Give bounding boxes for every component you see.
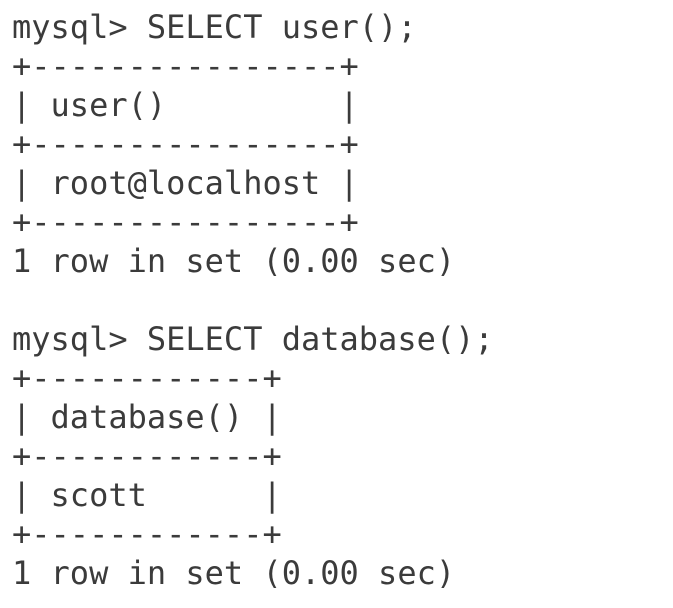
table-border-top: +------------+ <box>12 359 282 397</box>
query-result-block-user: mysql> SELECT user(); +----------------+… <box>12 8 673 281</box>
table-data-row: | root@localhost | <box>12 164 359 202</box>
table-data-row: | scott | <box>12 476 282 514</box>
table-header-row: | database() | <box>12 398 282 436</box>
table-border-middle: +----------------+ <box>12 125 359 163</box>
status-line: 1 row in set (0.00 sec) <box>12 554 456 592</box>
status-line: 1 row in set (0.00 sec) <box>12 242 456 280</box>
table-border-bottom: +----------------+ <box>12 203 359 241</box>
table-border-middle: +------------+ <box>12 437 282 475</box>
table-header-row: | user() | <box>12 86 359 124</box>
table-border-bottom: +------------+ <box>12 515 282 553</box>
command-line: mysql> SELECT database(); <box>12 320 494 358</box>
command-line: mysql> SELECT user(); <box>12 8 417 46</box>
table-border-top: +----------------+ <box>12 47 359 85</box>
query-result-block-database: mysql> SELECT database(); +------------+… <box>12 320 673 593</box>
